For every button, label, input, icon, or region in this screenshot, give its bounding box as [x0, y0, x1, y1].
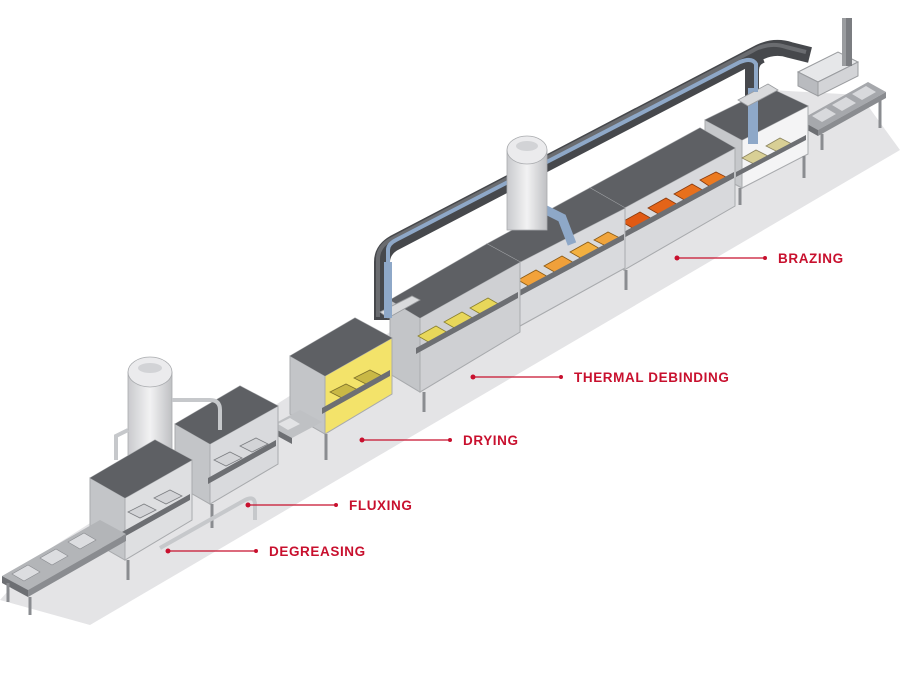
exit-conveyor	[800, 82, 886, 150]
drying-oven-upper	[389, 243, 521, 412]
callout-thermal-debinding: THERMAL DEBINDING	[470, 370, 729, 385]
label-fluxing: FLUXING	[349, 498, 412, 513]
label-thermal-debinding: THERMAL DEBINDING	[574, 370, 729, 385]
entry-conveyor	[2, 520, 126, 615]
drying-oven-entry	[289, 317, 393, 460]
label-degreasing: DEGREASING	[269, 544, 366, 559]
exhaust-fan-unit	[796, 18, 860, 97]
inner-duct	[386, 57, 758, 262]
label-brazing: BRAZING	[778, 251, 844, 266]
callout-drying: DRYING	[359, 433, 519, 448]
callout-brazing: BRAZING	[674, 251, 844, 266]
label-drying: DRYING	[463, 433, 519, 448]
callout-fluxing: FLUXING	[245, 498, 412, 513]
callout-degreasing: DEGREASING	[165, 544, 366, 559]
storage-tank-middle	[506, 135, 548, 231]
